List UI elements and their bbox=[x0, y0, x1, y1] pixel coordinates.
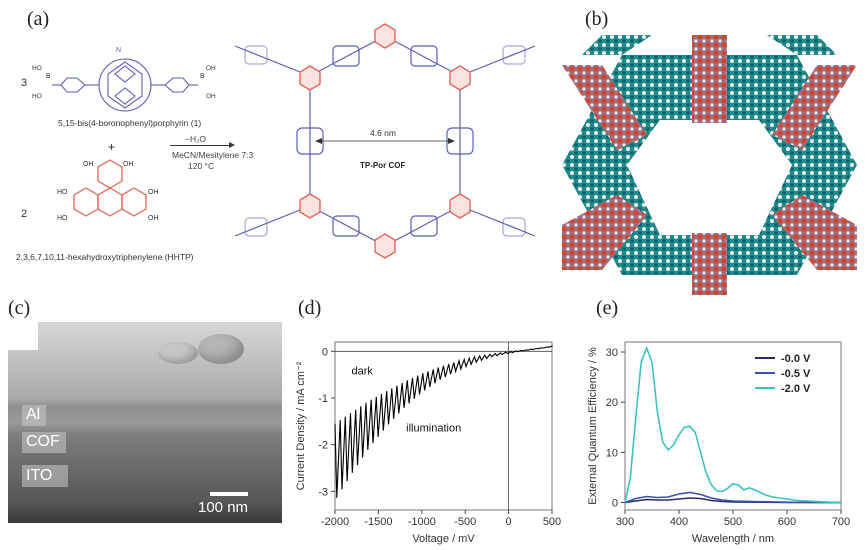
legend-label-1: -0.5 V bbox=[781, 368, 811, 380]
sem-image bbox=[8, 322, 282, 523]
panel-label-a: (a) bbox=[27, 8, 50, 30]
x-axis-label-d: Voltage / mV bbox=[412, 533, 475, 545]
porphyrin-nh-label: N bbox=[116, 47, 121, 54]
x-tick-label-d: -2000 bbox=[321, 516, 349, 528]
hhtp-oh-2: OH bbox=[83, 161, 94, 168]
y-axis-label-e: External Quantum Efficiency / % bbox=[587, 347, 599, 505]
reaction-solvent: MeCN/Mesitylene 7:3 bbox=[172, 150, 254, 160]
y-tick-label-e: 10 bbox=[606, 447, 618, 459]
y-tick-label-d: 0 bbox=[322, 346, 328, 358]
y-tick-label-e: 0 bbox=[612, 497, 618, 509]
hhtp-ho-1: HO bbox=[57, 189, 68, 196]
cof-3d-model bbox=[562, 35, 857, 295]
hhtp-structure: OH OH OH OH HO HO bbox=[57, 159, 159, 222]
x-tick-label-d: -500 bbox=[454, 516, 476, 528]
hydroxy-label-1: HO bbox=[32, 65, 42, 72]
hhtp-name: 2,3,6,7,10,11-hexahydroxytriphenylene (H… bbox=[16, 252, 194, 262]
boron-left-label: B bbox=[46, 73, 51, 80]
sem-layer-cof: COF bbox=[22, 432, 66, 453]
pore-size-label: 4.6 nm bbox=[370, 128, 396, 138]
annotation-dark: dark bbox=[351, 366, 373, 378]
hhtp-coefficient: 2 bbox=[21, 208, 28, 220]
y-tick-label-e: 20 bbox=[606, 397, 618, 409]
sem-grain-2 bbox=[158, 342, 198, 364]
cof-framework bbox=[234, 23, 536, 259]
porphyrin-name: 5,15-bis(4-boronophenyl)porphyrin (1) bbox=[58, 118, 202, 128]
hhtp-oh-3: OH bbox=[148, 189, 159, 196]
sem-corner-notch bbox=[8, 322, 38, 350]
x-tick-label-e: 500 bbox=[724, 516, 742, 528]
porphyrin-coefficient: 3 bbox=[21, 77, 28, 89]
x-axis-label-e: Wavelength / nm bbox=[692, 533, 774, 545]
y-tick-label-d: -1 bbox=[318, 393, 328, 405]
reaction-water: −H₂O bbox=[185, 134, 207, 144]
y-tick-label-d: -2 bbox=[318, 440, 328, 452]
x-tick-label-e: 300 bbox=[616, 516, 634, 528]
y-tick-label-e: 30 bbox=[606, 347, 618, 359]
hhtp-oh-1: OH bbox=[123, 161, 134, 168]
x-tick-label-e: 700 bbox=[832, 516, 850, 528]
boron-right-label: B bbox=[200, 73, 205, 80]
reaction-temperature: 120 °C bbox=[188, 161, 215, 171]
x-tick-label-d: 500 bbox=[543, 516, 561, 528]
x-tick-label-e: 600 bbox=[778, 516, 796, 528]
legend-label-0: -0.0 V bbox=[781, 353, 811, 365]
panel-label-b: (b) bbox=[585, 8, 609, 30]
hydroxy-label-4: OH bbox=[206, 93, 216, 100]
y-axis-label-d: Current Density / mA cm⁻² bbox=[295, 361, 307, 490]
x-tick-label-e: 400 bbox=[670, 516, 688, 528]
porphyrin-structure: N B B HO HO OH OH bbox=[32, 47, 216, 112]
hhtp-oh-4: OH bbox=[148, 215, 159, 222]
eqe-series-line-1 bbox=[624, 491, 841, 504]
panel-label-e: (e) bbox=[596, 297, 619, 319]
y-tick-label-d: -3 bbox=[318, 486, 328, 498]
legend-label-2: -2.0 V bbox=[781, 383, 811, 395]
reaction-arrowhead bbox=[229, 142, 235, 148]
cof-name-label: TP-Por COF bbox=[360, 161, 406, 170]
hhtp-ho-2: HO bbox=[57, 215, 68, 222]
x-tick-label-d: -1500 bbox=[364, 516, 392, 528]
sem-layer-ito: ITO bbox=[22, 465, 69, 487]
panel-label-d: (d) bbox=[298, 297, 322, 319]
hydroxy-label-2: HO bbox=[32, 93, 42, 100]
panel-label-c: (c) bbox=[8, 297, 31, 319]
chopped-jv-curve bbox=[334, 345, 553, 498]
sem-layer-al: Al bbox=[22, 405, 47, 426]
annotation-illumination: illumination bbox=[406, 423, 461, 435]
sem-scale-bar bbox=[210, 492, 248, 496]
eqe-series-line-2 bbox=[624, 345, 842, 504]
reaction-arrow bbox=[170, 145, 230, 146]
x-tick-label-d: -1000 bbox=[408, 516, 436, 528]
x-tick-label-d: 0 bbox=[506, 516, 512, 528]
plus-sign: + bbox=[108, 140, 116, 154]
hydroxy-label-3: OH bbox=[206, 65, 216, 72]
sem-grain-1 bbox=[198, 334, 244, 364]
sem-scale-label: 100 nm bbox=[198, 499, 249, 516]
